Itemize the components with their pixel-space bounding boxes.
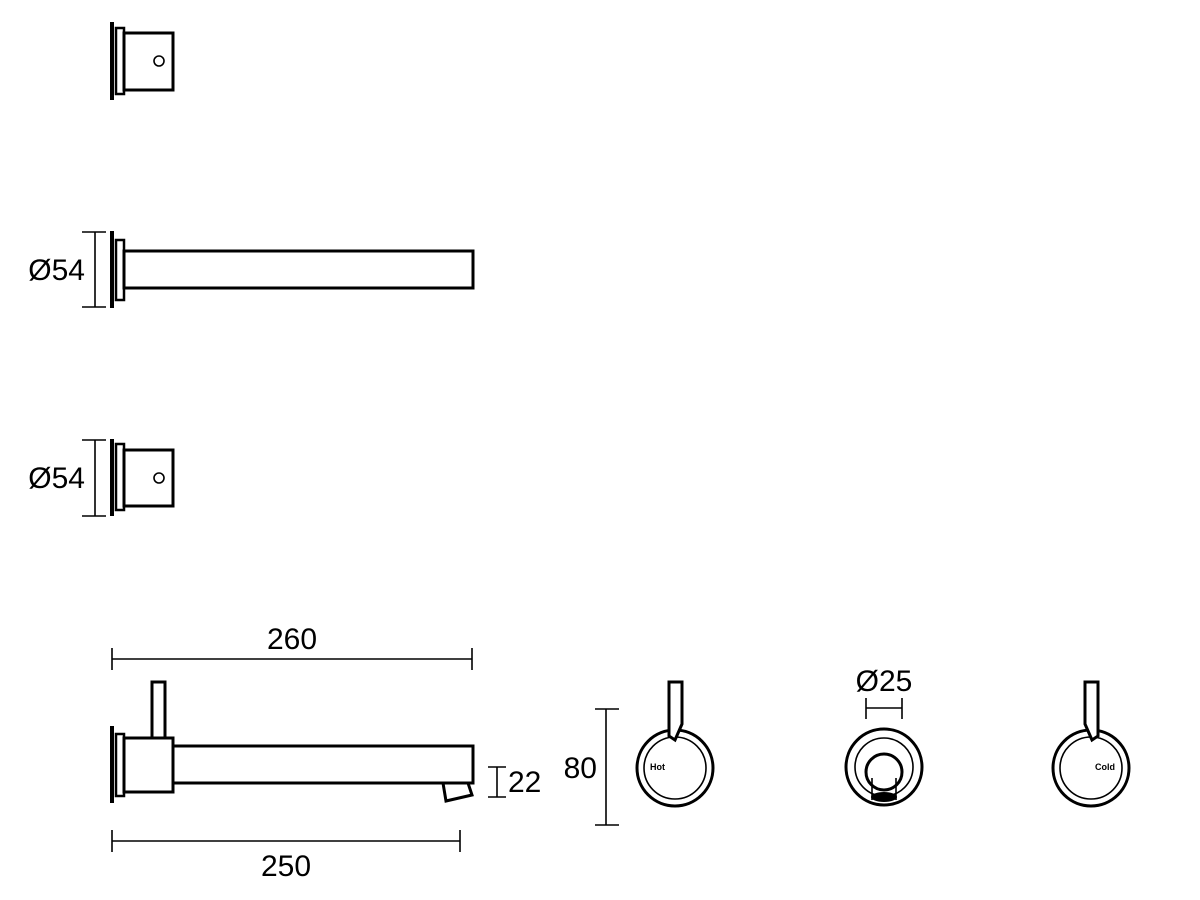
lever-handle — [150, 680, 167, 742]
handle-body — [122, 31, 175, 92]
lever-height-dimension: 80 — [564, 708, 619, 826]
flange-diameter-spout-label: Ø54 — [28, 254, 85, 287]
flange-diameter-dimension: Ø54 — [28, 439, 106, 517]
flange-diameter-dimension: Ø54 — [28, 231, 106, 308]
lever — [667, 680, 684, 743]
cold-label: Cold — [1095, 762, 1115, 772]
projection-dimension-bottom: 250 — [111, 830, 461, 883]
lever-height-label: 80 — [564, 752, 597, 785]
hot-label: Hot — [650, 762, 665, 772]
wall-plate — [110, 231, 114, 308]
lever — [1083, 680, 1100, 743]
hot-handle-front-view: 80 Hot — [564, 680, 715, 826]
grub-screw — [153, 472, 165, 484]
spout-outlet — [441, 781, 474, 803]
projection-dimension-top: 260 — [111, 623, 473, 670]
spout-projection-bottom-label: 250 — [261, 850, 311, 883]
aerator-outlet — [871, 792, 897, 802]
spout-front-view: Ø25 — [844, 665, 924, 807]
outlet-height-dimension: 22 — [488, 766, 541, 799]
spout-body — [171, 744, 475, 785]
handle-side-view-top — [110, 22, 175, 100]
outlet-height-label: 22 — [508, 766, 541, 799]
aerator-diameter-label: Ø25 — [856, 665, 913, 698]
handle-body — [122, 448, 175, 508]
spout-side-elevation: 260 250 22 — [110, 623, 541, 883]
aerator-diameter-dimension: Ø25 — [856, 665, 913, 719]
mixer-body — [122, 736, 175, 794]
wall-plate — [110, 726, 114, 803]
wall-plate — [110, 22, 114, 100]
flange-diameter-handle-label: Ø54 — [28, 462, 85, 495]
cold-handle-front-view: Cold — [1051, 680, 1131, 808]
handle-side-view-dimensioned: Ø54 — [28, 439, 175, 517]
spout-body — [122, 249, 475, 290]
spout-top-view: Ø54 — [28, 231, 475, 308]
grub-screw — [153, 55, 165, 67]
wall-plate — [110, 439, 114, 516]
spout-tube — [864, 752, 904, 792]
spout-projection-top-label: 260 — [267, 623, 317, 656]
